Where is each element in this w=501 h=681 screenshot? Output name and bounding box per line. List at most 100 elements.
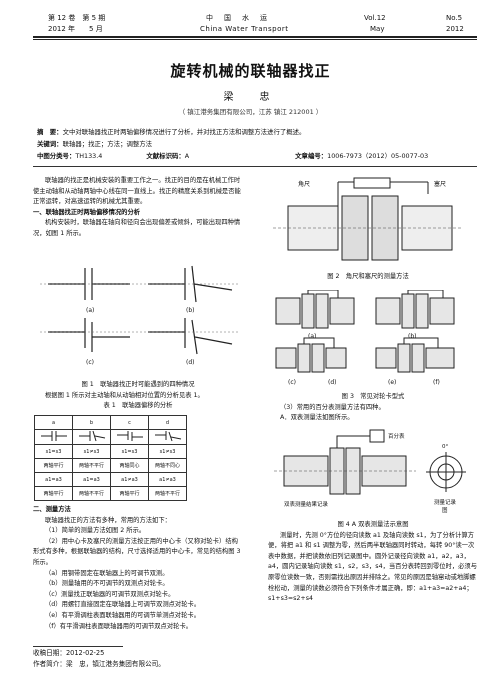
table-cell: 两轴平行 <box>34 458 73 473</box>
fig2-label-feeler-gauge: 塞尺 <box>434 180 446 188</box>
fig1-label-d: (d) <box>186 359 195 366</box>
figure-3-diagram: (a) (b) (c) (d) (e) (f) <box>275 290 455 386</box>
fig3-label-a: (a) <box>308 333 316 340</box>
coupling-sketch-cell <box>110 429 149 445</box>
fig1-label-b: (b) <box>186 307 195 314</box>
fig4-label-zero-deg: 0° <box>442 444 448 450</box>
table-row: 两轴平行 两轴不平行 两轴平行 两轴不平行 <box>34 486 187 501</box>
fig4-label-record: 测量记录 <box>434 498 457 506</box>
abstract-line: 摘 要：文中对联轴器找正时两轴偏移情况进行了分析，并对找正方法和调整方法进行了概… <box>37 127 477 137</box>
table-header-cell: c <box>110 415 149 430</box>
fig3-label-f: (f) <box>433 379 440 386</box>
clc-label: 中图分类号： <box>37 152 76 160</box>
table-row: s1=s3 s1≠s3 s1=s3 s1≠s3 <box>34 444 187 459</box>
table-header-cell: a <box>34 415 73 430</box>
fig1-label-a: (a) <box>86 307 94 314</box>
figure-3-caption-block: 图 3 常见对轮卡型式 （3）常用的百分表测量方法有四种。 A．双表测量法如图所… <box>268 392 478 424</box>
coupling-sketch-cell <box>34 429 73 445</box>
table-row <box>34 429 187 445</box>
table-intro: 根据图 1 所示对主动轴和从动轴相对位置的分析见表 1。 <box>45 391 204 399</box>
sub-item-d: （d）用螺钉直接固定在联轴器上可调节双测点对轮卡。 <box>45 601 201 609</box>
classification-line: 中图分类号：TH133.4 文献标识码：A 文章编号：1006-7973（201… <box>37 151 477 161</box>
doc-code-label: 文献标识码： <box>146 152 185 160</box>
coupling-sketch-d <box>154 431 181 442</box>
keywords-line: 关键词：联轴器；找正；方法；调整方法 <box>37 139 477 149</box>
fig2-label-angle-ruler: 角尺 <box>298 180 310 188</box>
sub-item-b: （b）测量轴用的不可调节的双测点对轮卡。 <box>45 580 169 588</box>
coupling-sketch-c <box>116 431 143 441</box>
clc-value: TH133.4 <box>75 152 103 160</box>
table-header-cell: b <box>72 415 111 430</box>
section-1-text: 机构安装时，联轴器在轴向和径向会出现偏差或倾斜，可能出现四种情况，如图 1 所示… <box>33 219 241 237</box>
table-cell: a1≠a3 <box>148 472 187 487</box>
left-column-bottom: 二、测量方法 联轴器找正的方法有多种，常用的方法如下： （1）简单的测量方法如图… <box>33 505 243 632</box>
author: 梁 忠 <box>223 92 278 103</box>
figure-1-diagram: (a) (b) (c) (d) <box>40 265 238 366</box>
coupling-sketch-cell <box>72 429 111 445</box>
fig3-label-d: (d) <box>328 379 337 386</box>
coupling-sketch-cell <box>148 429 187 445</box>
header-rule-thin <box>33 39 477 40</box>
table-header-cell: d <box>148 415 187 430</box>
fig4-label-figure: 图 <box>442 506 448 514</box>
sub-item-e: （e）有平滑调柱表面联轴器用的可调节单测点对轮卡。 <box>45 611 200 619</box>
received-date: 收稿日期：2012-02-25 <box>33 649 105 657</box>
table-row: a1=a3 a1=a3 a1≠a3 a1≠a3 <box>34 472 187 487</box>
abstract-label: 摘 要： <box>37 128 63 136</box>
fig3-label-e: (e) <box>388 379 396 386</box>
abstract-rule <box>33 166 477 167</box>
volume: Vol.12 <box>364 14 386 22</box>
issue-number: 第 12 卷 第 5 期 <box>48 14 106 22</box>
table-cell: 两轴不平行 <box>148 486 187 501</box>
table-cell: 两轴平行 <box>110 486 149 501</box>
fig3-label-c: (c) <box>288 379 296 386</box>
sub-item-c: （c）测量找正联轴器的可调节双测点对轮卡。 <box>45 590 175 598</box>
footnote: 收稿日期：2012-02-25 作者简介：梁 忠，镇江港务集团有限公司。 <box>33 648 243 669</box>
table-cell: 两轴不同心 <box>148 458 187 473</box>
intro-paragraph: 联轴器的找正是机械安装的重要工作之一。找正的目的是在机械工作时使主动轴和从动轴两… <box>33 177 241 206</box>
journal-name-cn: 中 国 水 运 <box>206 14 269 22</box>
table-cell: 两轴同心 <box>110 458 149 473</box>
author-bio: 作者简介：梁 忠，镇江港务集团有限公司。 <box>33 659 165 668</box>
figure-2-diagram: 角尺 塞尺 <box>273 177 463 261</box>
right-column-bottom: 图 4 A 双表测量法示意图 测量时，先测 0°方位的径向读数 a1 及轴向读数… <box>268 520 478 605</box>
sub-item-a: （a）用钢带固定在联轴器上的可调节双测。 <box>45 569 169 577</box>
article-no-value: 1006-7973（2012）05-0077-03 <box>327 152 429 160</box>
table-cell: 两轴平行 <box>34 486 73 501</box>
footnote-rule <box>33 646 123 647</box>
table-cell: s1=s3 <box>110 444 149 459</box>
table-cell: 两轴不平行 <box>72 458 111 473</box>
abstract-text: 文中对联轴器找正时两轴偏移情况进行了分析，并对找正方法和调整方法进行了概述。 <box>62 128 306 136</box>
table-1-caption: 表 1 联轴器偏移的分析 <box>103 402 173 410</box>
table-cell: a1=a3 <box>72 472 111 487</box>
fig3-label-b: (b) <box>408 333 417 340</box>
table-header-row: a b c d <box>34 415 187 430</box>
table-cell: s1≠s3 <box>72 444 111 459</box>
figure-1-caption: 图 1 联轴器找正时可能遇到的四种情况 <box>81 381 195 388</box>
issue-date: 2012 年 5 月 <box>48 25 103 33</box>
doc-code-value: A <box>184 152 190 160</box>
month-en: May <box>370 25 385 33</box>
table-cell: 两轴不平行 <box>72 486 111 501</box>
figure-1-caption-block: 图 1 联轴器找正时可能遇到的四种情况 根据图 1 所示对主动轴和从动轴相对位置… <box>33 380 243 412</box>
article-no-label: 文章编号： <box>295 152 328 160</box>
affiliation: （ 镇江港务集团有限公司，江苏 镇江 212001 ） <box>178 108 323 116</box>
figure-2-caption-block: 图 2 角尺和塞尺的测量方法 <box>268 272 468 283</box>
method-item-3: （3）常用的百分表测量方法有四种。 <box>280 403 385 411</box>
coupling-sketch-b <box>78 430 105 442</box>
year: 2012 <box>446 25 464 33</box>
fig4-label-dial-gauge: 百分表 <box>388 432 405 440</box>
table-row: 两轴平行 两轴不平行 两轴同心 两轴不同心 <box>34 458 187 473</box>
left-column-top: 联轴器的找正是机械安装的重要工作之一。找正的目的是在机械工作时使主动轴和从动轴两… <box>33 176 243 240</box>
table-cell: a1≠a3 <box>110 472 149 487</box>
keywords-label: 关键词： <box>37 140 63 148</box>
method-item-2: （2）用中心卡及塞尺的测量方法按正用的中心卡（又称对轮卡）结构形式有多种，根据联… <box>33 537 241 566</box>
journal-name-en: China Water Transport <box>200 25 289 33</box>
keywords-text: 联轴器；找正；方法；调整方法 <box>62 140 153 148</box>
table-cell: a1=a3 <box>34 472 73 487</box>
section-2-heading: 二、测量方法 <box>33 506 71 513</box>
table-1: a b c d s1=s3 s1≠s3 s1=s3 s1≠s3 两轴平行 两轴不… <box>34 415 187 501</box>
coupling-sketch-a <box>40 431 67 441</box>
section-2-text: 联轴器找正的方法有多种，常用的方法如下： <box>45 516 171 524</box>
figure-4-caption: 图 4 A 双表测量法示意图 <box>337 521 409 528</box>
